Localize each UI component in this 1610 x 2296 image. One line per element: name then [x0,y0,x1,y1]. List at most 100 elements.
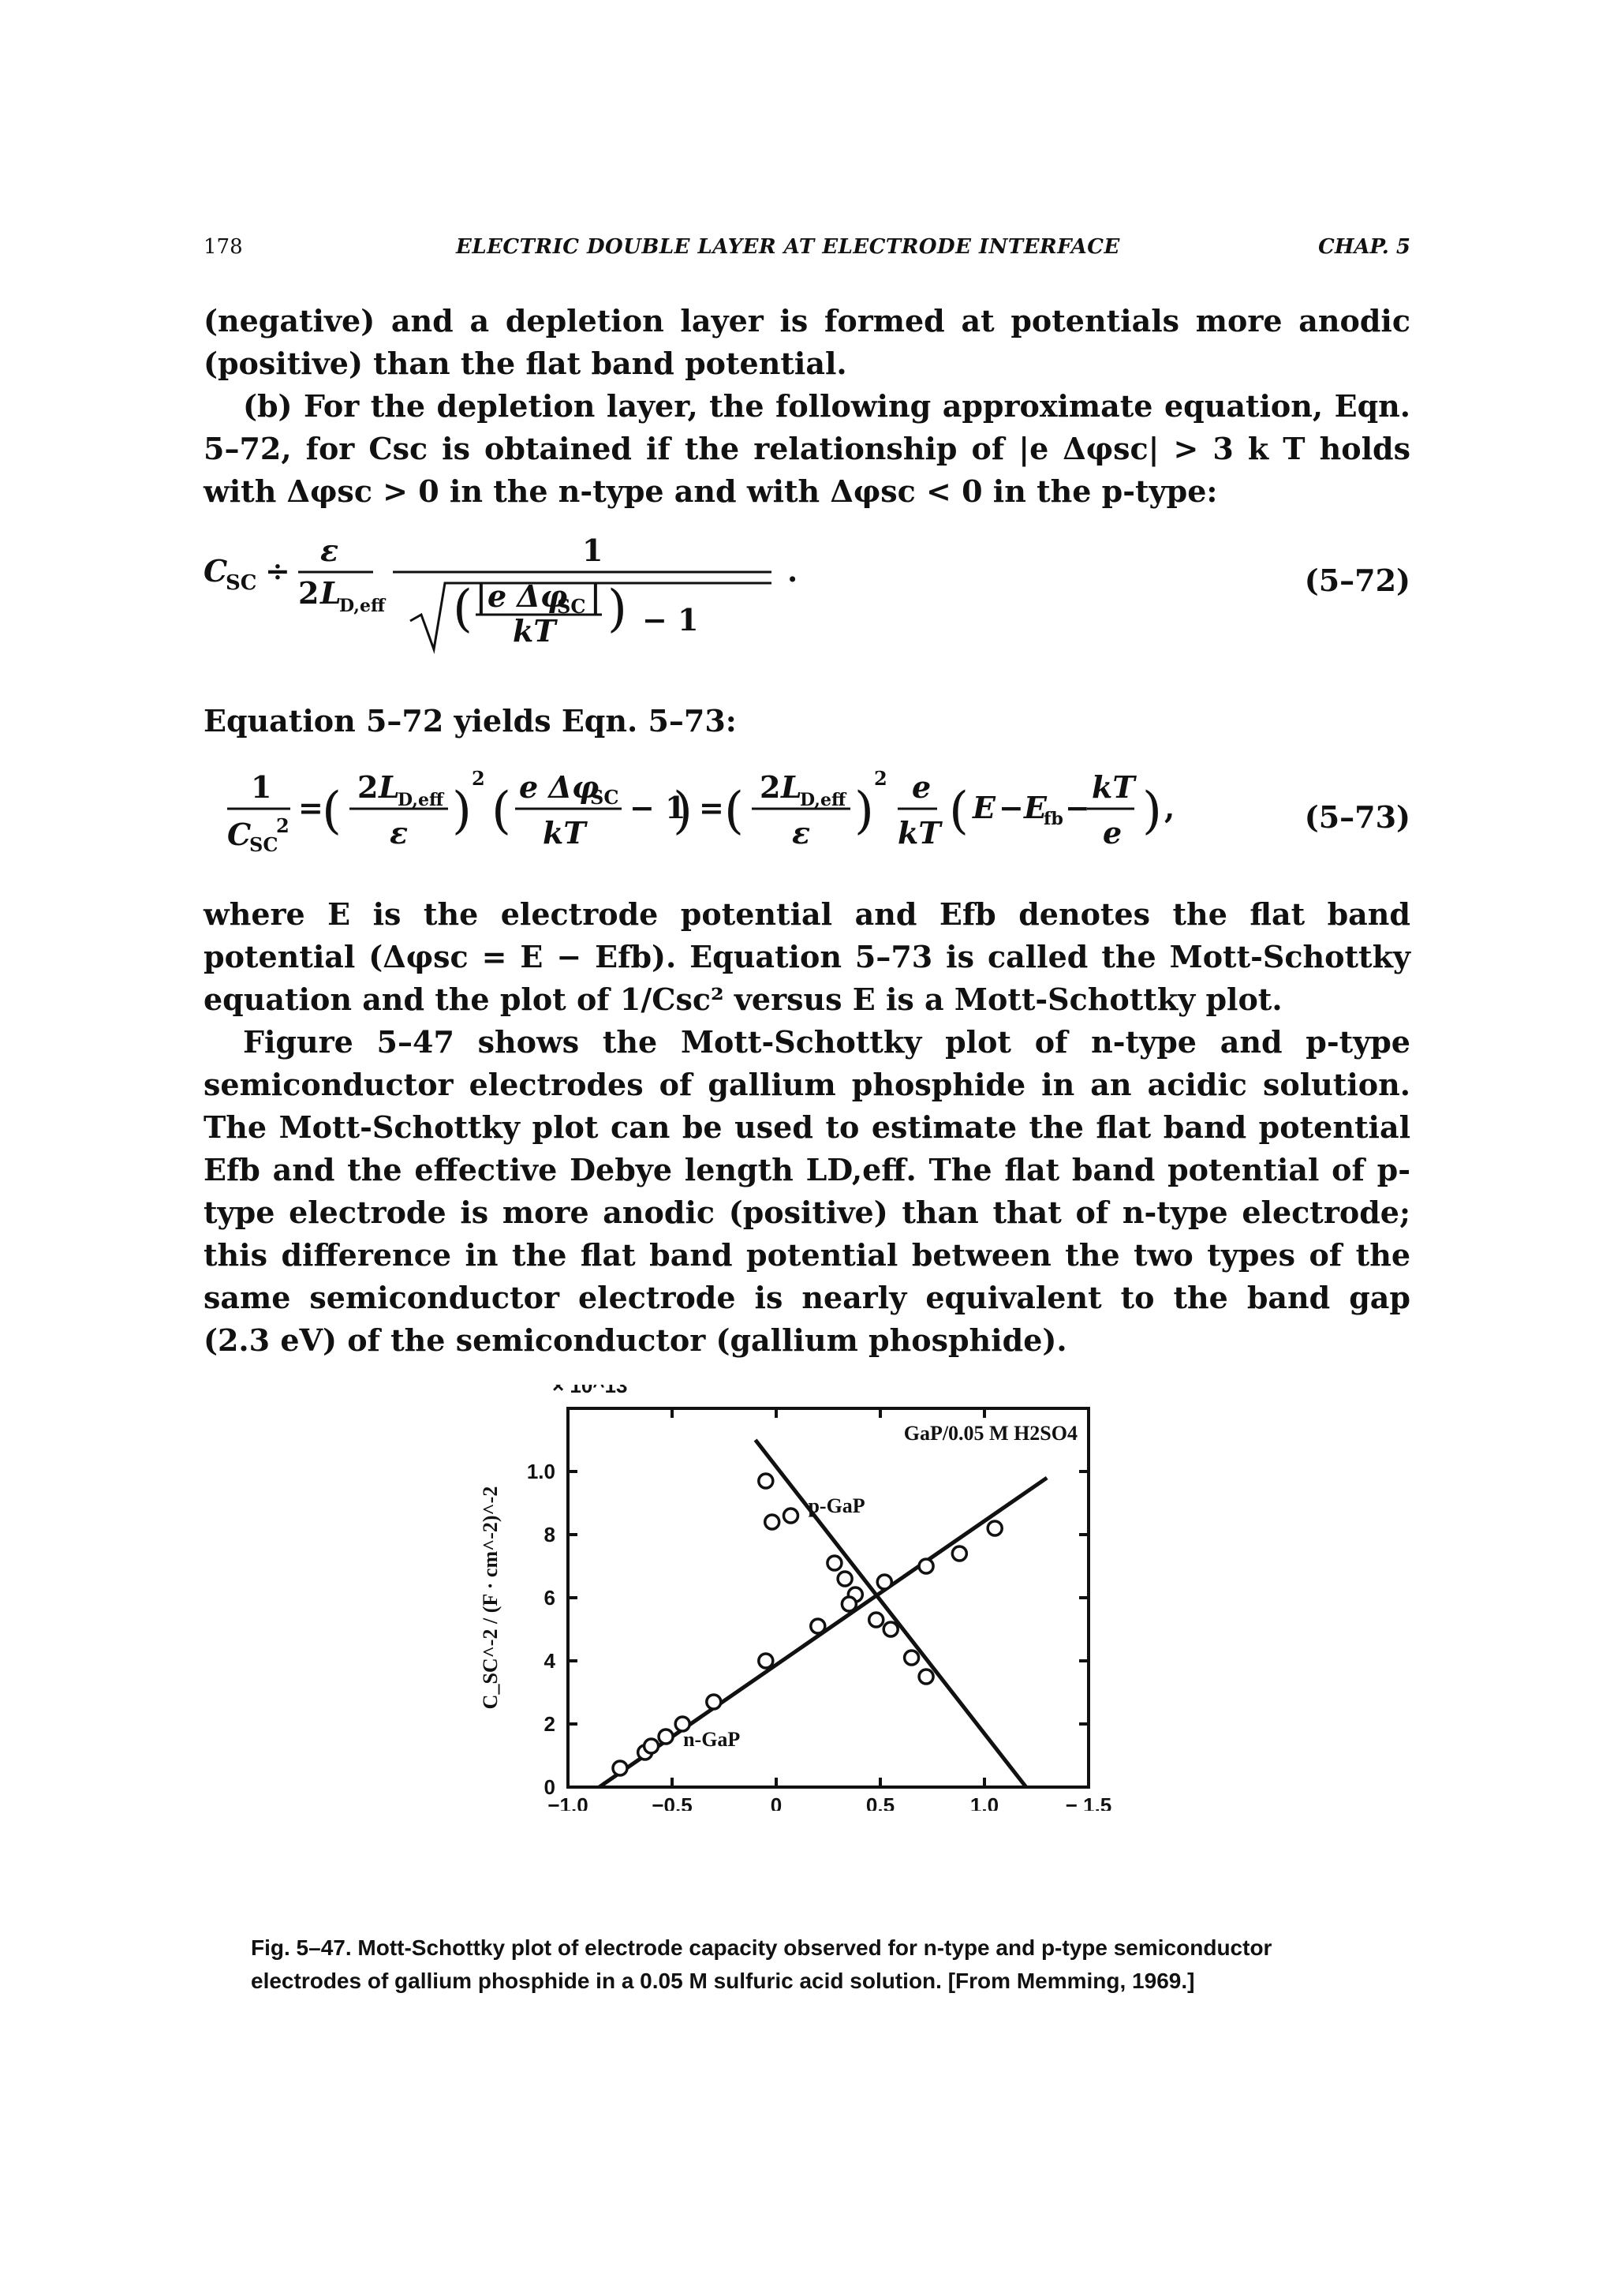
paragraph-3-text: Equation 5–72 yields Eqn. 5–73: [204,703,737,739]
data-point-n-GaP [809,1617,827,1635]
svg-text:−: − [999,790,1024,825]
paragraph-3: Equation 5–72 yields Eqn. 5–73: [204,700,1410,742]
svg-text:C: C [204,553,227,589]
svg-text:L: L [378,769,400,805]
svg-text:(: ( [724,782,744,840]
fit-line-p-GaP [753,1438,1028,1789]
y-tick-label: 0 [544,1775,555,1799]
x-tick-label: 0.5 [866,1793,895,1811]
data-point-n-GaP [951,1545,969,1562]
svg-text:C: C [227,817,251,852]
svg-text:1: 1 [582,533,603,568]
svg-text:(: ( [453,580,473,638]
figure-caption: Fig. 5–47. Mott-Schottky plot of electro… [251,1931,1355,1998]
svg-text:2: 2 [472,767,485,790]
y-tick-label: 1.0 [527,1460,555,1483]
data-point-n-GaP [876,1573,894,1591]
y-tick-label: 4 [544,1649,556,1673]
svg-text:2: 2 [874,767,887,790]
equation-5-72: C SC ÷ ε 2 L D,eff 1 ( | e Δφ SC | kT ) … [204,525,1410,654]
data-point-p-GaP [763,1513,781,1531]
data-point-n-GaP [611,1759,629,1777]
svg-text:2: 2 [276,814,290,837]
y-tick-label: 6 [544,1586,555,1610]
data-point-n-GaP [705,1693,723,1711]
paragraph-1: (negative) and a depletion layer is form… [204,300,1410,385]
svg-text:E: E [1023,790,1048,825]
svg-text:2: 2 [298,575,319,611]
svg-text:ε: ε [320,533,338,568]
svg-text:SC: SC [249,833,278,856]
svg-text:D,eff: D,eff [800,790,847,810]
running-title: ELECTRIC DOUBLE LAYER AT ELECTRODE INTER… [456,235,1120,259]
data-point-n-GaP [917,1557,935,1575]
svg-text:.: . [787,553,798,589]
running-header: 178 ELECTRIC DOUBLE LAYER AT ELECTRODE I… [204,235,1410,267]
paragraph-2: (b) For the depletion layer, the followi… [204,385,1410,513]
svg-text:(: ( [322,782,342,840]
svg-text:e Δφ: e Δφ [519,769,599,805]
data-point-n-GaP [986,1520,1003,1537]
chapter-label: CHAP. 5 [1318,235,1410,259]
chart-title: GaP/0.05 M H2SO4 [904,1422,1078,1445]
svg-text:(: ( [949,782,969,840]
svg-text:1: 1 [251,769,271,805]
svg-text:): ) [607,580,627,638]
x-tick-label: 0 [771,1793,782,1811]
x-tick-label: − 1.5 [1066,1793,1112,1811]
equation-5-73: 1 C SC 2 = ( 2 L D,eff ε ) 2 ( e Δφ SC k… [204,761,1410,864]
data-point-p-GaP [867,1611,885,1629]
svg-text:(: ( [491,782,511,840]
x-tick-label: −0.5 [652,1793,692,1811]
equation-5-73-graphic: 1 C SC 2 = ( 2 L D,eff ε ) 2 ( e Δφ SC k… [227,767,1175,856]
svg-text:e: e [912,769,931,805]
figure-caption-text: Fig. 5–47. Mott-Schottky plot of electro… [251,1935,1272,1993]
equation-5-72-graphic: C SC ÷ ε 2 L D,eff 1 ( | e Δφ SC | kT ) … [204,533,798,654]
svg-text:fb: fb [1044,809,1063,829]
svg-text:D,eff: D,eff [398,790,445,810]
data-point-n-GaP [757,1652,775,1670]
svg-text:kT: kT [898,815,943,851]
svg-text:÷: ÷ [265,553,290,589]
svg-text:ε: ε [390,815,408,851]
svg-text:SC: SC [590,786,618,809]
data-point-n-GaP [642,1737,660,1755]
x-tick-label: −1.0 [547,1793,588,1811]
equation-5-73-number: (5–73) [1304,799,1410,835]
y-axis-label: C_SC^-2 / (F · cm^-2)^-2 [479,1486,502,1710]
y-tick-label: 2 [544,1712,555,1736]
paragraph-5-text: Figure 5–47 shows the Mott-Schottky plot… [204,1024,1410,1358]
svg-text:E: E [972,790,996,825]
svg-text:kT: kT [1092,769,1137,805]
data-point-p-GaP [836,1570,854,1587]
x-tick-label: 1.0 [970,1793,999,1811]
data-point-n-GaP [674,1715,691,1733]
svg-text:− 1: − 1 [629,790,686,825]
data-point-p-GaP [882,1621,899,1638]
svg-text:): ) [452,782,472,840]
svg-text:D,eff: D,eff [339,596,387,616]
svg-text:e Δφ: e Δφ [487,578,567,614]
svg-text:|: | [476,578,487,614]
svg-text:−: − [1065,790,1090,825]
page-number: 178 [204,235,243,259]
paragraph-4-text: where E is the electrode potential and E… [204,896,1410,1017]
svg-text:SC: SC [226,571,256,595]
data-point-n-GaP [657,1728,674,1745]
series-label: p-GaP [808,1494,865,1517]
paragraph-4: where E is the electrode potential and E… [204,893,1410,1021]
svg-text:2: 2 [760,769,780,805]
data-point-p-GaP [757,1472,775,1490]
svg-text:kT: kT [543,815,588,851]
svg-text:2: 2 [357,769,378,805]
data-point-p-GaP [917,1668,935,1685]
svg-text:): ) [673,782,693,840]
y-tick-label: 8 [544,1523,555,1546]
svg-text:=: = [699,790,724,825]
svg-text:ε: ε [792,815,810,851]
svg-text:L: L [780,769,802,805]
series-label: n-GaP [683,1728,740,1751]
data-point-n-GaP [840,1595,858,1613]
svg-text:L: L [319,575,342,611]
